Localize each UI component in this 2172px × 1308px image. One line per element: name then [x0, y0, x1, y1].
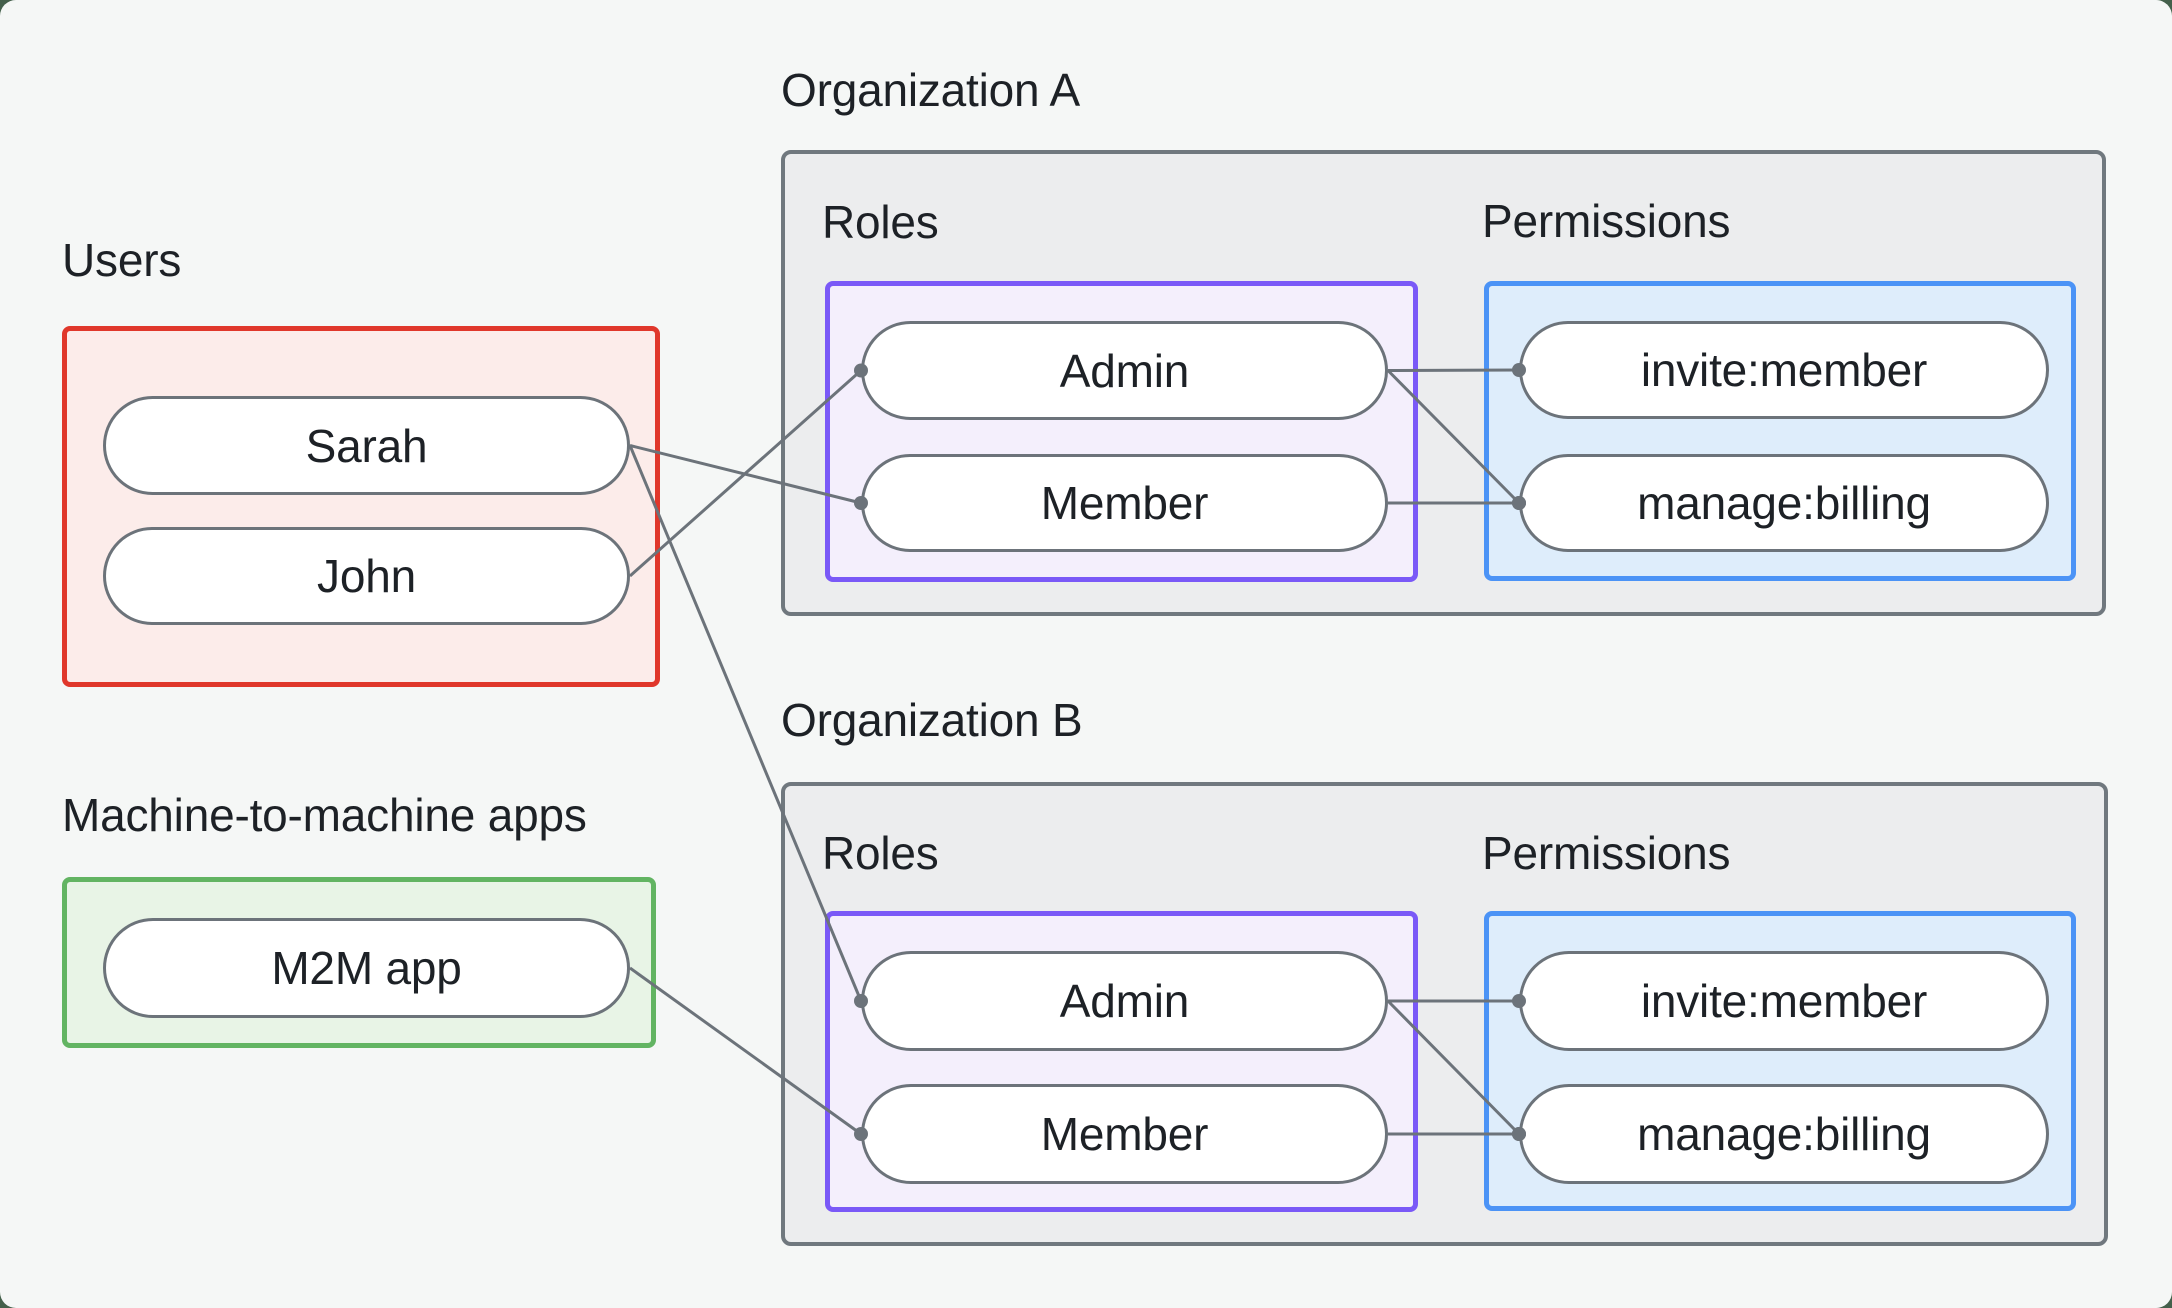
org-b-permissions-box: invite:member manage:billing	[1484, 911, 2076, 1211]
m2m-app-node: M2M app	[103, 918, 630, 1018]
org-b-role-member: Member	[861, 1084, 1388, 1184]
org-b-permissions-label: Permissions	[1482, 827, 1731, 879]
org-a-permission-manage-billing: manage:billing	[1519, 454, 2049, 552]
user-node-john: John	[103, 527, 630, 625]
m2m-section-title: Machine-to-machine apps	[62, 789, 587, 841]
org-a-role-admin: Admin	[861, 321, 1388, 420]
org-b-permission-invite-member: invite:member	[1519, 951, 2049, 1051]
org-a-box: Roles Permissions Admin Member invite:me…	[781, 150, 2106, 616]
users-section-title: Users	[62, 234, 182, 286]
org-a-roles-box: Admin Member	[825, 281, 1418, 582]
org-b-box: Roles Permissions Admin Member invite:me…	[781, 782, 2108, 1246]
org-b-permission-manage-billing: manage:billing	[1519, 1084, 2049, 1184]
org-b-role-admin: Admin	[861, 951, 1388, 1051]
org-a-permissions-box: invite:member manage:billing	[1484, 281, 2076, 581]
user-node-sarah: Sarah	[103, 396, 630, 495]
org-a-title: Organization A	[781, 64, 1080, 116]
org-b-roles-label: Roles	[822, 827, 939, 879]
org-b-title: Organization B	[781, 694, 1083, 746]
org-a-role-member: Member	[861, 454, 1388, 552]
org-a-roles-label: Roles	[822, 196, 939, 248]
m2m-group-box: M2M app	[62, 877, 656, 1048]
users-group-box: Sarah John	[62, 326, 660, 687]
org-a-permissions-label: Permissions	[1482, 195, 1731, 247]
org-b-roles-box: Admin Member	[825, 911, 1418, 1212]
org-a-permission-invite-member: invite:member	[1519, 321, 2049, 419]
